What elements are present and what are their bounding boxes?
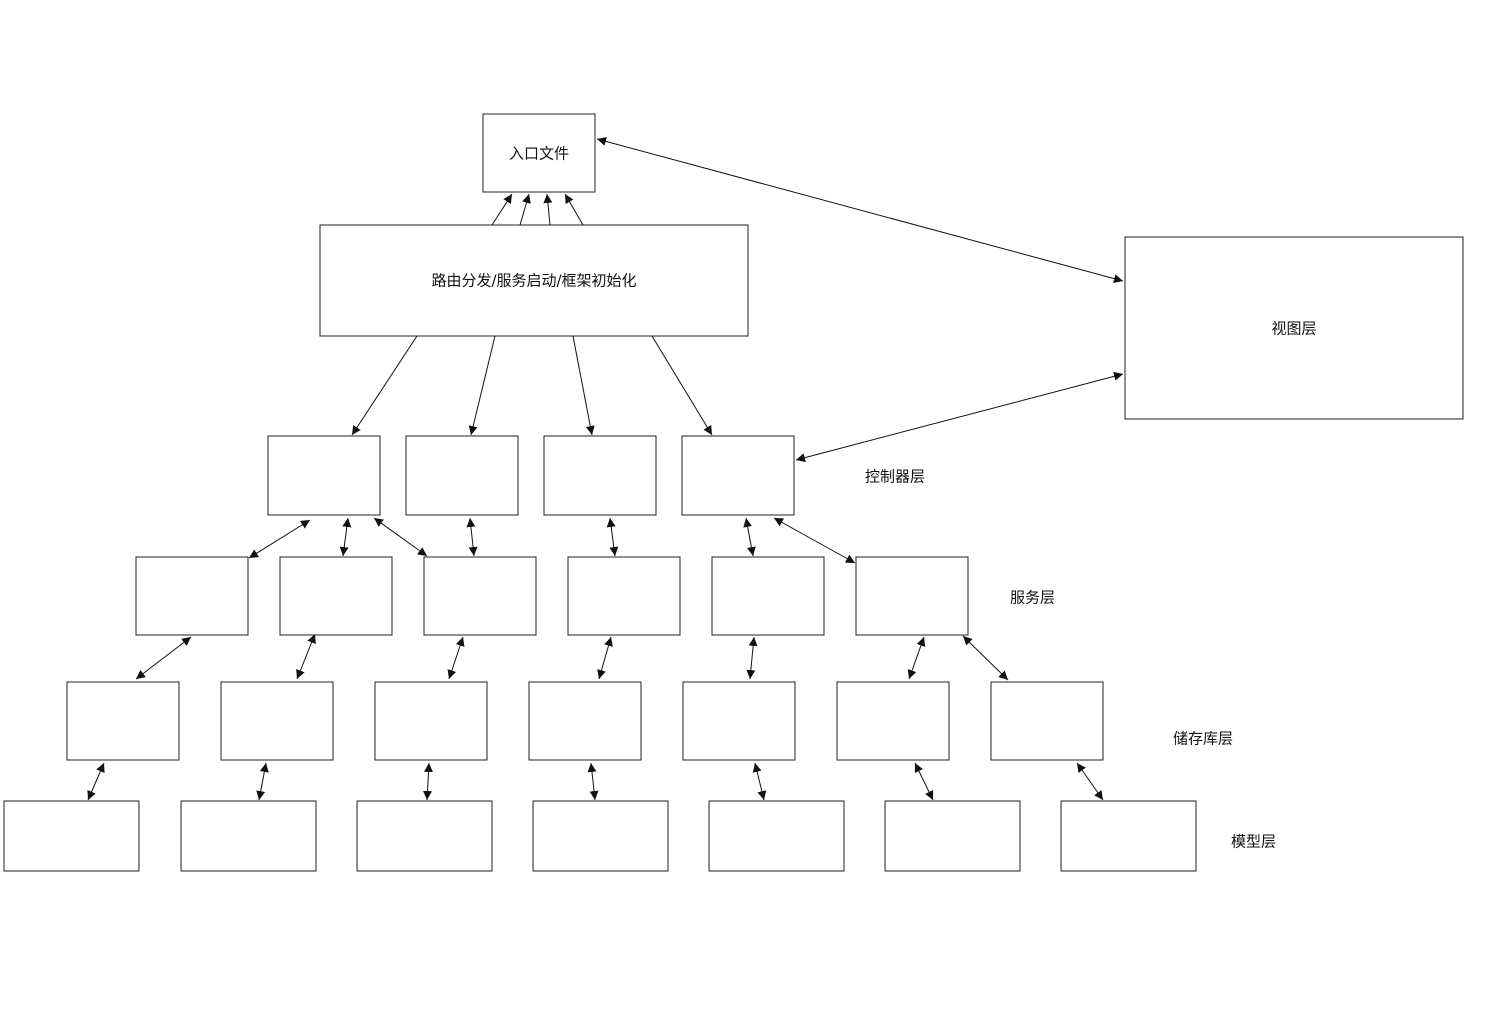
controller-box bbox=[405, 435, 519, 516]
edge-controller-service bbox=[373, 517, 428, 557]
controller-box bbox=[681, 435, 795, 516]
diagram-boxes: 入口文件 路由分发/服务启动/框架初始化 视图层 bbox=[3, 113, 1464, 872]
edge-repository-model bbox=[256, 762, 269, 801]
edge-controller-view bbox=[795, 371, 1124, 463]
controller-box bbox=[543, 435, 657, 516]
view-box bbox=[1124, 236, 1464, 420]
edge-repository-model bbox=[914, 762, 934, 801]
edge-router-entry bbox=[491, 193, 513, 226]
view-node: 视图层 bbox=[1124, 236, 1464, 420]
model-box bbox=[356, 800, 493, 872]
repository-box bbox=[66, 681, 180, 761]
model-box bbox=[1060, 800, 1197, 872]
edge-service-repository bbox=[597, 636, 613, 680]
controller-box bbox=[267, 435, 381, 516]
entry-node: 入口文件 bbox=[482, 113, 596, 193]
model-box bbox=[884, 800, 1021, 872]
connection-lines bbox=[87, 137, 1124, 801]
model-box bbox=[3, 800, 140, 872]
repository-box bbox=[220, 681, 334, 761]
edge-service-repository bbox=[962, 635, 1009, 681]
repository-layer-label: 储存库层 bbox=[1173, 730, 1233, 748]
service-box bbox=[279, 556, 393, 636]
controller-layer-label: 控制器层 bbox=[865, 468, 925, 486]
service-box bbox=[711, 556, 825, 636]
edge-router-controller bbox=[351, 335, 418, 436]
entry-label: 入口文件 bbox=[509, 145, 569, 163]
repository-box bbox=[374, 681, 488, 761]
edge-repository-model bbox=[587, 762, 599, 801]
edge-service-repository bbox=[135, 636, 192, 680]
edge-service-repository bbox=[296, 633, 316, 680]
service-box bbox=[423, 556, 537, 636]
edge-repository-model bbox=[752, 762, 767, 801]
repository-box bbox=[682, 681, 796, 761]
router-box bbox=[319, 224, 749, 337]
edge-controller-service bbox=[743, 517, 756, 557]
edge-repository-model bbox=[87, 762, 105, 801]
edge-router-controller bbox=[572, 335, 595, 436]
repository-box bbox=[528, 681, 642, 761]
model-box bbox=[180, 800, 317, 872]
edge-router-entry bbox=[564, 193, 584, 226]
repository-layer bbox=[66, 681, 1104, 761]
view-label: 视图层 bbox=[1271, 320, 1316, 338]
router-label: 路由分发/服务启动/框架初始化 bbox=[431, 272, 636, 290]
edge-entry-view bbox=[596, 137, 1124, 283]
layer-labels: 控制器层 服务层 储存库层 模型层 bbox=[865, 468, 1276, 851]
model-layer bbox=[3, 800, 1197, 872]
edge-service-repository bbox=[746, 636, 758, 680]
edge-controller-service bbox=[339, 517, 352, 557]
edge-repository-model bbox=[1076, 762, 1104, 801]
router-node: 路由分发/服务启动/框架初始化 bbox=[319, 224, 749, 337]
service-box bbox=[855, 556, 969, 636]
repository-box bbox=[990, 681, 1104, 761]
edge-service-repository bbox=[447, 636, 465, 680]
entry-box bbox=[482, 113, 596, 193]
edge-repository-model bbox=[422, 762, 434, 801]
edge-controller-service bbox=[248, 519, 311, 559]
model-box bbox=[532, 800, 669, 872]
model-box bbox=[708, 800, 845, 872]
edge-controller-service bbox=[606, 517, 619, 557]
edge-router-controller bbox=[468, 335, 496, 436]
edge-router-entry bbox=[519, 193, 531, 226]
service-layer-label: 服务层 bbox=[1010, 589, 1055, 607]
service-box bbox=[135, 556, 249, 636]
edge-controller-service bbox=[466, 517, 478, 557]
edge-router-entry bbox=[543, 193, 553, 226]
edge-controller-service bbox=[773, 517, 856, 564]
edge-service-repository bbox=[907, 636, 926, 680]
service-box bbox=[567, 556, 681, 636]
controller-layer bbox=[267, 435, 795, 516]
repository-box bbox=[836, 681, 950, 761]
edge-router-controller bbox=[651, 335, 713, 436]
service-layer bbox=[135, 556, 969, 636]
model-layer-label: 模型层 bbox=[1231, 833, 1276, 851]
